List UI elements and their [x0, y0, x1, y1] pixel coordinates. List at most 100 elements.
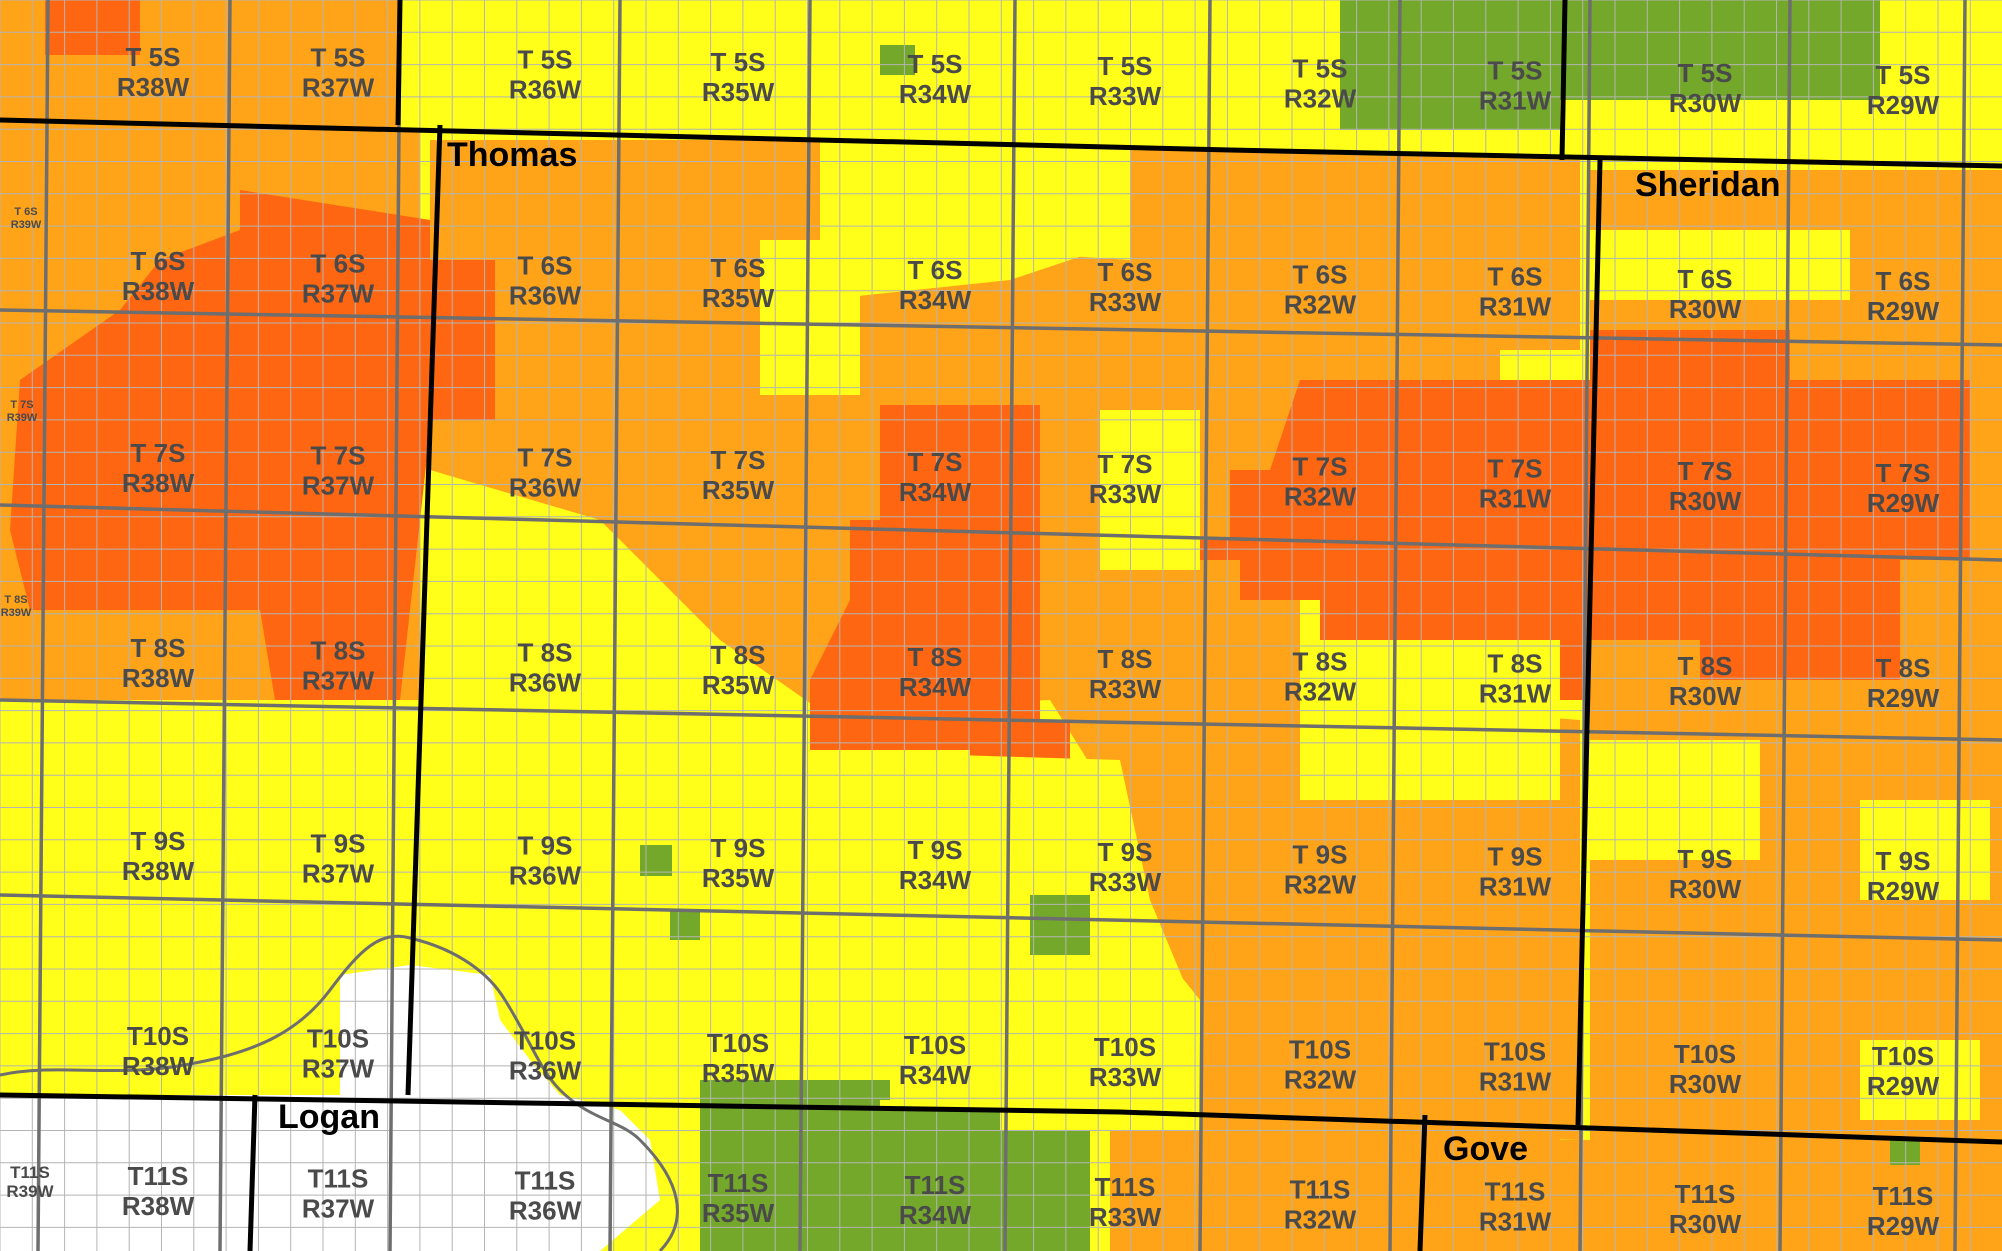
range-number: R31W: [1479, 1067, 1552, 1097]
township-number: T11S: [905, 1170, 966, 1200]
range-number: R34W: [899, 1200, 972, 1230]
township-number: T 8S: [518, 638, 573, 668]
township-number: T 8S: [1876, 653, 1931, 683]
county-boundary: [0, 117, 2002, 169]
range-number: R30W: [1669, 681, 1742, 711]
township-number: T 5S: [1678, 58, 1733, 88]
region-medium: [1590, 230, 1850, 300]
range-line: [1388, 0, 1402, 1251]
edge-label-r39w: R39W: [6, 1182, 54, 1201]
range-number: R37W: [302, 1053, 375, 1083]
county-boundary: [0, 1092, 2002, 1145]
edge-label-r39w: R39W: [1, 607, 32, 619]
county-label-thomas: Thomas: [447, 136, 577, 174]
township-number: T10S: [1484, 1037, 1546, 1067]
range-number: R37W: [302, 72, 375, 102]
township-number: T 8S: [711, 640, 766, 670]
township-number: T11S: [515, 1166, 576, 1196]
township-number: T 6S: [1876, 266, 1931, 296]
township-number: T 7S: [908, 447, 963, 477]
range-number: R37W: [302, 1193, 375, 1223]
range-line: [1778, 0, 1792, 1251]
township-number: T 7S: [1678, 456, 1733, 486]
region-medium: [1880, 120, 2002, 170]
township-number: T10S: [1094, 1032, 1156, 1062]
region-medium: [1860, 1040, 1980, 1120]
region-low: [830, 1080, 890, 1100]
township-number: T 5S: [908, 49, 963, 79]
range-number: R35W: [702, 863, 775, 893]
range-number: R32W: [1284, 1064, 1357, 1094]
edge-label-r39w: R39W: [11, 219, 42, 231]
range-number: R32W: [1284, 481, 1357, 511]
township-number: T 9S: [1098, 837, 1153, 867]
township-number: T11S: [1095, 1172, 1156, 1202]
region-medium: [820, 140, 1100, 300]
range-number: R29W: [1867, 488, 1940, 518]
range-number: R30W: [1669, 294, 1742, 324]
range-line: [218, 0, 232, 1251]
range-number: R31W: [1479, 292, 1552, 322]
township-number: T 7S: [1876, 458, 1931, 488]
township-number: T10S: [1289, 1034, 1351, 1064]
range-number: R35W: [702, 77, 775, 107]
range-number: R35W: [702, 283, 775, 313]
range-line: [1003, 0, 1017, 1251]
township-number: T11S: [1290, 1174, 1351, 1204]
county-label-gove: Gove: [1443, 1130, 1528, 1168]
range-number: R38W: [117, 72, 190, 102]
township-number: T 5S: [518, 45, 573, 75]
township-number: T 6S: [131, 246, 186, 276]
range-number: R35W: [702, 475, 775, 505]
range-line: [608, 0, 622, 1251]
township-number: T 9S: [1293, 839, 1348, 869]
river-line: [0, 934, 679, 1251]
range-number: R34W: [899, 672, 972, 702]
region-low: [880, 45, 915, 75]
township-number: T10S: [904, 1030, 966, 1060]
region-very-high: [10, 190, 430, 700]
range-number: R29W: [1867, 296, 1940, 326]
range-number: R32W: [1284, 1204, 1357, 1234]
township-number: T 5S: [711, 47, 766, 77]
range-number: R36W: [509, 473, 582, 503]
region-very-high: [45, 0, 140, 55]
township-number: T 5S: [1293, 53, 1348, 83]
region-very-high: [1590, 330, 1970, 680]
range-number: R32W: [1284, 869, 1357, 899]
range-number: R31W: [1479, 86, 1552, 116]
region-medium: [1300, 640, 1560, 800]
township-number: T10S: [1872, 1041, 1934, 1071]
region-low: [700, 1080, 1090, 1251]
range-number: R34W: [899, 477, 972, 507]
region-low: [1030, 895, 1090, 955]
region-low: [670, 910, 700, 940]
township-number: T 6S: [311, 248, 366, 278]
